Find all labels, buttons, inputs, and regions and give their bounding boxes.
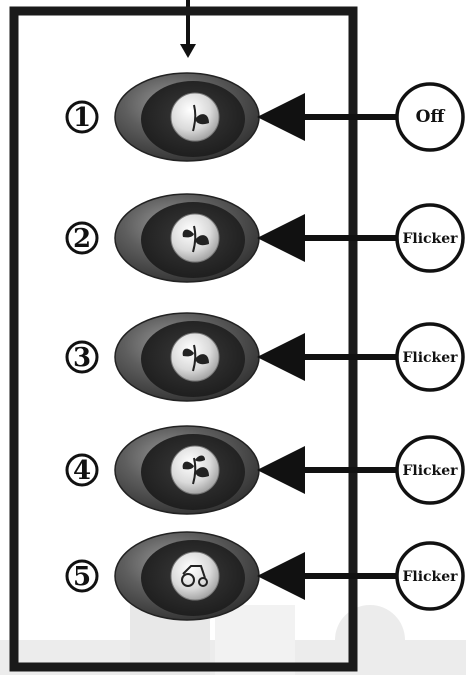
state-label: Flicker xyxy=(402,350,458,366)
pointer-arrow xyxy=(257,214,400,262)
row-number: 5 xyxy=(73,562,91,592)
double-leaf-icon xyxy=(182,344,209,372)
state-label: Flicker xyxy=(402,231,458,247)
indicator-button[interactable] xyxy=(114,531,260,621)
double-leaf-icon xyxy=(182,225,209,253)
pointer-arrow xyxy=(257,333,400,381)
state-bubble: Off xyxy=(395,82,465,152)
pointer-arrow xyxy=(257,446,400,494)
pointer-arrow xyxy=(257,93,400,141)
row-number-badge: 4 xyxy=(65,453,99,487)
indicator-button[interactable] xyxy=(114,72,260,162)
indicator-row: 3 Flicker xyxy=(65,312,465,402)
indicator-row: 5 Flicker xyxy=(65,531,465,621)
leaf-icon xyxy=(192,104,209,132)
indicator-button[interactable] xyxy=(114,312,260,402)
state-label: Flicker xyxy=(402,463,458,479)
row-number: 2 xyxy=(73,224,91,254)
tractor-icon xyxy=(181,565,208,587)
indicator-button[interactable] xyxy=(114,425,260,515)
indicator-button[interactable] xyxy=(114,193,260,283)
state-bubble: Flicker xyxy=(395,541,465,611)
indicator-row: 4 Flicker xyxy=(65,425,465,515)
panel-frame xyxy=(9,6,358,672)
state-bubble: Flicker xyxy=(395,203,465,273)
indicator-row: 1 Off xyxy=(65,72,465,162)
row-number-badge: 5 xyxy=(65,559,99,593)
state-bubble: Flicker xyxy=(395,435,465,505)
row-number: 4 xyxy=(73,456,91,486)
row-number-badge: 1 xyxy=(65,100,99,134)
indicator-row: 2 Flicker xyxy=(65,193,465,283)
pointer-arrow xyxy=(257,552,400,600)
row-number: 3 xyxy=(73,343,91,373)
row-number-badge: 2 xyxy=(65,221,99,255)
state-label: Off xyxy=(416,107,446,127)
state-bubble: Flicker xyxy=(395,322,465,392)
row-number-badge: 3 xyxy=(65,340,99,374)
state-label: Flicker xyxy=(402,569,458,585)
row-number: 1 xyxy=(73,103,91,133)
triple-leaf-icon xyxy=(182,455,209,485)
